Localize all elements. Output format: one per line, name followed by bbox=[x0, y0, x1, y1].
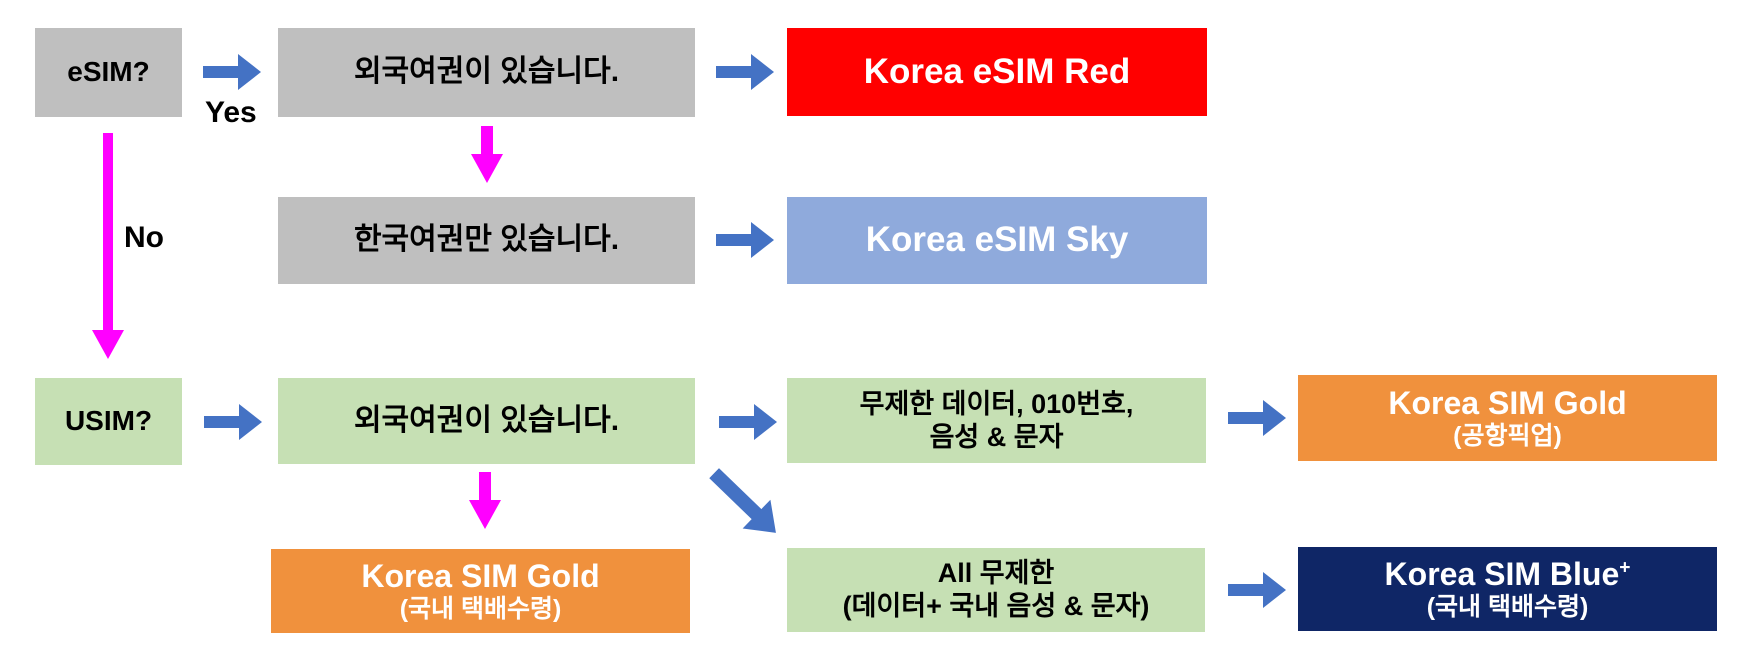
node-unlimited-data-line2: 음성 & 문자 bbox=[929, 421, 1064, 452]
node-sim-blue-delivery-plus: + bbox=[1619, 557, 1631, 579]
node-korea-esim-sky: Korea eSIM Sky bbox=[787, 197, 1207, 284]
arrow-down-icon bbox=[92, 133, 124, 359]
arrow-right-icon bbox=[1228, 400, 1286, 436]
node-korean-passport-only: 한국여권만 있습니다. bbox=[278, 197, 695, 284]
arrow-right-icon bbox=[716, 54, 774, 90]
node-all-unlimited-line2: (데이터+ 국내 음성 & 문자) bbox=[842, 591, 1150, 621]
node-korea-esim-red: Korea eSIM Red bbox=[787, 28, 1207, 116]
node-usim-question-label: USIM? bbox=[64, 405, 153, 437]
node-sim-gold-airport-subtitle: (공항픽업) bbox=[1453, 422, 1562, 451]
node-foreign-passport-esim: 외국여권이 있습니다. bbox=[278, 28, 695, 117]
arrow-down-icon bbox=[471, 126, 503, 183]
node-foreign-passport-usim: 외국여권이 있습니다. bbox=[278, 378, 695, 464]
node-sim-blue-delivery: Korea SIM Blue+ (국내 택배수령) bbox=[1298, 547, 1717, 631]
node-esim-question: eSIM? bbox=[35, 28, 182, 117]
node-unlimited-data-line1: 무제한 데이터, 010번호, bbox=[859, 388, 1134, 419]
node-korea-esim-red-label: Korea eSIM Red bbox=[863, 51, 1131, 91]
node-foreign-passport-esim-label: 외국여권이 있습니다. bbox=[353, 55, 620, 89]
node-korean-passport-only-label: 한국여권만 있습니다. bbox=[353, 223, 620, 257]
node-sim-gold-delivery: Korea SIM Gold (국내 택배수령) bbox=[271, 549, 690, 633]
node-usim-question: USIM? bbox=[35, 378, 182, 465]
no-label: No bbox=[124, 221, 164, 254]
arrow-right-icon bbox=[1228, 572, 1286, 608]
node-sim-blue-delivery-subtitle: (국내 택배수령) bbox=[1426, 593, 1589, 622]
yes-label: Yes bbox=[205, 96, 257, 129]
arrow-right-icon bbox=[203, 54, 261, 90]
node-sim-gold-delivery-subtitle: (국내 택배수령) bbox=[399, 595, 562, 624]
arrow-right-icon bbox=[719, 404, 777, 440]
node-all-unlimited: All 무제한 (데이터+ 국내 음성 & 문자) bbox=[787, 548, 1205, 632]
node-esim-question-label: eSIM? bbox=[67, 56, 150, 88]
node-sim-blue-delivery-title: Korea SIM Blue bbox=[1384, 556, 1620, 593]
arrow-right-icon bbox=[716, 222, 774, 258]
node-unlimited-data: 무제한 데이터, 010번호, 음성 & 문자 bbox=[787, 378, 1206, 463]
node-sim-gold-airport: Korea SIM Gold (공항픽업) bbox=[1298, 375, 1717, 461]
node-korea-esim-sky-label: Korea eSIM Sky bbox=[865, 220, 1129, 260]
node-all-unlimited-line1: All 무제한 bbox=[937, 558, 1055, 589]
arrow-right-icon bbox=[204, 404, 262, 440]
arrow-down-icon bbox=[469, 472, 501, 529]
node-foreign-passport-usim-label: 외국여권이 있습니다. bbox=[353, 403, 620, 437]
arrow-diagonal-icon bbox=[709, 468, 776, 533]
node-sim-gold-delivery-title: Korea SIM Gold bbox=[361, 558, 600, 595]
node-sim-gold-airport-title: Korea SIM Gold bbox=[1388, 385, 1627, 422]
